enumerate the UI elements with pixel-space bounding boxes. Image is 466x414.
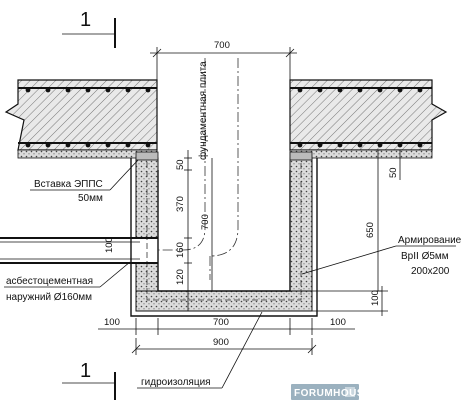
- section-mark-top: 1: [62, 9, 116, 48]
- epps-insert-text: Вставка ЭППС: [34, 179, 103, 190]
- waterproofing-text: гидроизоляция: [141, 377, 211, 388]
- epps-thickness-text: 50мм: [78, 193, 103, 204]
- dim-right-ext-label: 100: [330, 317, 346, 328]
- pipe: [0, 237, 158, 264]
- reinforcement-title-text: Армирование: [398, 235, 462, 246]
- foundation-slab-right: [289, 79, 448, 159]
- dim-top-width-label: 700: [214, 40, 230, 51]
- dimension-pipe-small: 100: [104, 237, 115, 253]
- epps-insert: [135, 151, 313, 161]
- label-waterproofing: гидроизоляция: [137, 311, 263, 389]
- dimension-total-width: 900: [131, 337, 317, 355]
- axis-lines: [158, 58, 239, 280]
- label-reinforcement: Армирование BpII Ø5мм 200x200: [301, 235, 462, 277]
- dim-pipe-label: 160: [175, 242, 186, 258]
- dim-inner-height-label: 700: [200, 214, 211, 230]
- dimension-right-vertical: 650 50: [365, 149, 401, 292]
- dimension-top-width: 700: [150, 40, 297, 80]
- dim-total-width-label: 900: [213, 337, 229, 348]
- dimension-bottom-slab: 100: [312, 286, 388, 316]
- dim-inner-width-label: 700: [213, 317, 229, 328]
- section-mark-bottom: 1: [62, 360, 116, 400]
- reinforcement-grid-text: 200x200: [411, 266, 450, 277]
- label-epps: Вставка ЭППС 50мм: [30, 159, 139, 204]
- pipe-line1-text: асбестоцементная: [6, 275, 93, 287]
- pit-walls: [130, 157, 318, 317]
- reinforcement-spec-text: BpII Ø5мм: [401, 251, 449, 262]
- dimension-horizontal-row1: 100 700 100: [98, 317, 355, 335]
- dim-right-top-label: 50: [388, 167, 399, 178]
- section-number-bottom: 1: [80, 360, 91, 382]
- label-pipe: асбестоцементная наружний Ø160мм: [4, 261, 131, 303]
- forumhouse-watermark: FORUMHOUSE: [291, 384, 371, 400]
- section-number-top: 1: [80, 9, 91, 31]
- dimension-left-vertical: 50 370 160 120: [175, 150, 192, 311]
- dim-wall-mid-label: 370: [175, 196, 186, 212]
- dim-left-ext-label: 100: [104, 317, 120, 328]
- dim-wall-top-label: 50: [175, 159, 186, 170]
- foundation-slab-text: фундаментная плита: [197, 61, 209, 160]
- watermark-text: FORUMHOUSE: [294, 388, 371, 399]
- dim-bottom-slab-label: 100: [370, 290, 381, 306]
- dim-right-height-label: 650: [365, 222, 376, 238]
- foundation-slab-left: [4, 79, 158, 159]
- pipe-line2-text: наружний Ø160мм: [6, 292, 92, 303]
- dim-pipe-small-label: 100: [104, 237, 115, 253]
- dimension-inner-height: 700: [200, 158, 213, 291]
- dim-wall-low-label: 120: [175, 269, 186, 285]
- label-foundation-slab: фундаментная плита: [197, 61, 209, 160]
